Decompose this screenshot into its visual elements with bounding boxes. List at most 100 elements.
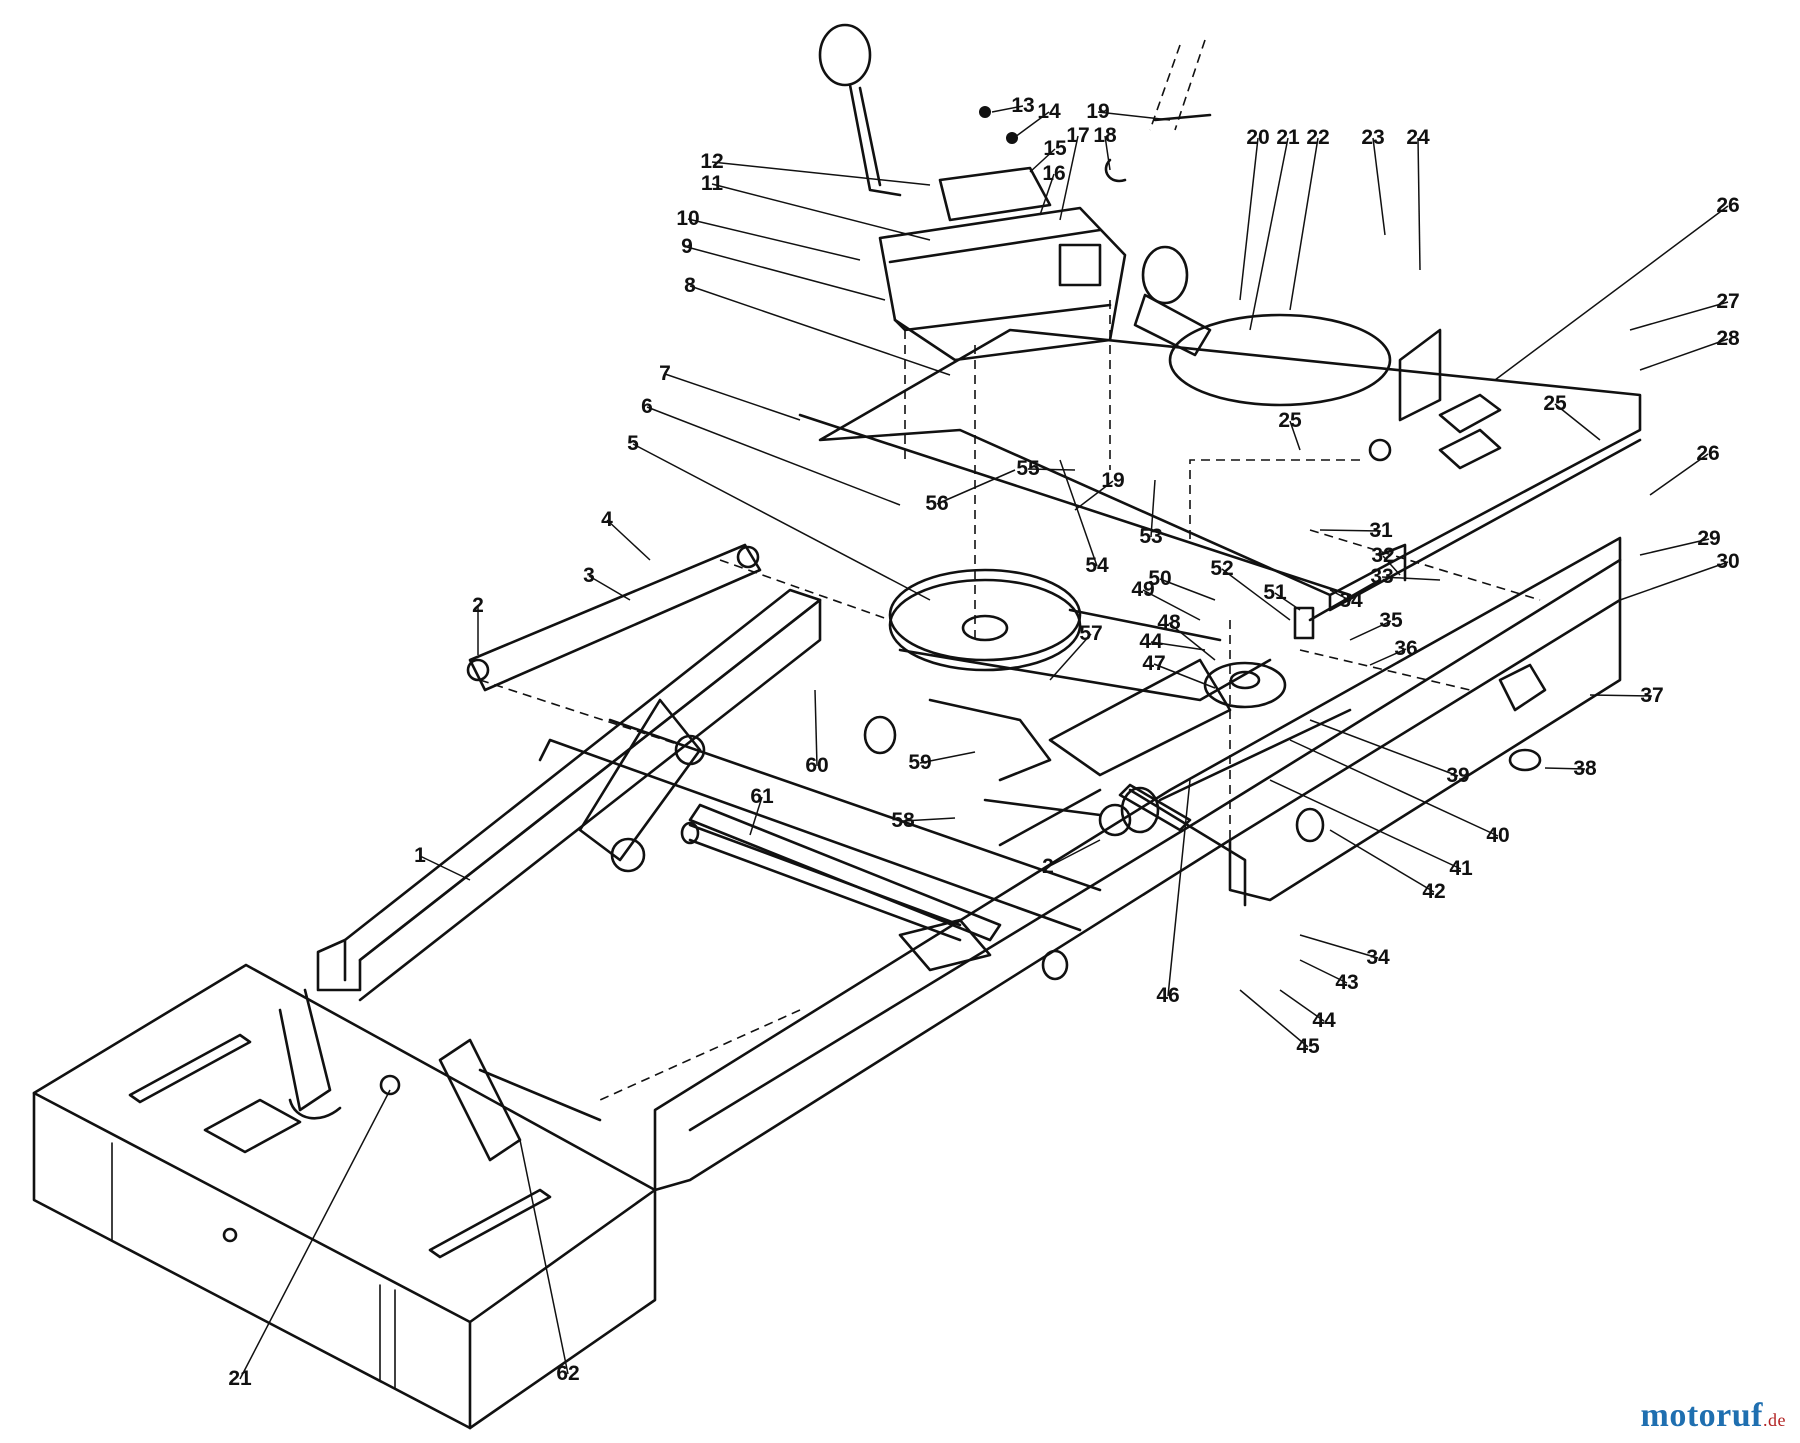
- leader-line-23: [1372, 137, 1386, 236]
- leader-line-19: [1097, 111, 1171, 121]
- lift-arm-assembly: [466, 543, 1547, 981]
- leader-line-44-2: [1279, 989, 1325, 1022]
- leader-line-10: [687, 218, 861, 261]
- part-label-39: 39: [1446, 764, 1469, 787]
- part-label-55: 55: [1016, 457, 1040, 480]
- leader-line-62: [519, 1139, 569, 1375]
- leader-line-46: [1167, 779, 1191, 997]
- part-label-17: 17: [1066, 124, 1089, 147]
- leader-line-36: [1369, 648, 1407, 666]
- part-label-4: 4: [601, 508, 613, 531]
- part-label-35: 35: [1379, 609, 1403, 632]
- part-label-9: 9: [681, 235, 693, 258]
- leader-line-20: [1239, 137, 1259, 301]
- part-label-24: 24: [1406, 126, 1430, 149]
- part-label-6: 6: [641, 395, 653, 418]
- leader-line-27: [1629, 301, 1729, 331]
- part-label-34: 34: [1339, 589, 1363, 612]
- leader-line-21-2: [239, 1089, 391, 1380]
- part-label-56: 56: [925, 492, 948, 515]
- leader-line-16: [1039, 173, 1055, 216]
- leader-line-59: [919, 751, 976, 764]
- part-label-1: 1: [414, 844, 426, 867]
- leader-line-2-2: [1047, 839, 1101, 868]
- leader-line-28: [1639, 338, 1729, 371]
- leader-line-15: [1029, 148, 1056, 173]
- part-label-42: 42: [1422, 880, 1445, 903]
- leader-line-61: [749, 796, 763, 836]
- leader-line-31: [1319, 529, 1382, 532]
- leader-line-49: [1142, 589, 1201, 621]
- part-label-59: 59: [908, 751, 931, 774]
- part-label-10: 10: [676, 207, 699, 230]
- leader-line-33: [1381, 576, 1441, 581]
- watermark-logo: motoruf.de: [1641, 1397, 1786, 1435]
- part-label-19: 19: [1086, 100, 1109, 123]
- leader-line-29: [1639, 538, 1710, 556]
- leader-line-39: [1309, 719, 1459, 777]
- part-label-27: 27: [1716, 290, 1739, 313]
- part-label-38: 38: [1573, 757, 1597, 780]
- front-foot-box: [32, 963, 657, 1430]
- leader-line-52: [1221, 568, 1291, 621]
- leader-line-43: [1299, 959, 1348, 984]
- part-label-57: 57: [1079, 622, 1102, 645]
- leader-line-21: [1249, 137, 1289, 331]
- part-label-53: 53: [1139, 525, 1162, 548]
- part-label-58: 58: [891, 809, 915, 832]
- leader-line-11: [711, 183, 931, 241]
- leader-line-41: [1269, 779, 1462, 870]
- part-label-32: 32: [1371, 544, 1394, 567]
- part-label-61: 61: [750, 785, 774, 808]
- part-label-29: 29: [1697, 527, 1720, 550]
- part-label-16: 16: [1042, 162, 1065, 185]
- part-label-26: 26: [1716, 194, 1739, 217]
- leader-line-8: [689, 285, 951, 376]
- leader-line-60: [814, 689, 818, 767]
- leader-line-25-2: [1554, 403, 1601, 441]
- leader-line-42: [1329, 829, 1435, 893]
- part-label-54: 54: [1085, 554, 1109, 577]
- leader-line-53: [1150, 479, 1156, 538]
- leader-line-45: [1239, 989, 1309, 1048]
- part-label-52: 52: [1210, 557, 1233, 580]
- part-label-25-2: 25: [1543, 392, 1567, 415]
- part-label-46: 46: [1156, 984, 1179, 1007]
- part-label-50: 50: [1148, 567, 1171, 590]
- part-label-20: 20: [1246, 126, 1269, 149]
- watermark-suffix: .de: [1763, 1410, 1786, 1430]
- part-label-7: 7: [659, 362, 671, 385]
- part-label-12: 12: [700, 150, 723, 173]
- leader-line-17: [1059, 135, 1079, 221]
- leader-line-32: [1382, 555, 1401, 576]
- leader-line-40: [1289, 739, 1499, 837]
- leader-line-14: [1014, 111, 1050, 138]
- part-label-30: 30: [1716, 550, 1739, 573]
- part-label-44: 44: [1139, 630, 1163, 653]
- part-label-5: 5: [627, 432, 639, 455]
- assembly-dash-lines: [479, 459, 1541, 1101]
- part-label-22: 22: [1306, 126, 1329, 149]
- leader-line-55: [1027, 468, 1076, 471]
- leader-line-48: [1168, 622, 1216, 661]
- leader-line-26-2: [1649, 453, 1709, 496]
- part-label-60: 60: [805, 754, 828, 777]
- leader-line-57: [1049, 633, 1092, 681]
- leader-line-7: [664, 373, 801, 421]
- part-label-31: 31: [1369, 519, 1393, 542]
- part-label-25: 25: [1278, 409, 1302, 432]
- leader-line-25: [1289, 420, 1301, 451]
- leader-line-44: [1150, 641, 1206, 651]
- part-label-37: 37: [1640, 684, 1663, 707]
- leader-line-47: [1153, 663, 1216, 689]
- part-label-14: 14: [1037, 100, 1061, 123]
- leader-line-35: [1349, 620, 1392, 641]
- watermark-brand: motoruf: [1640, 1397, 1763, 1434]
- leader-line-1: [419, 855, 471, 881]
- part-label-19-2: 19: [1101, 469, 1124, 492]
- part-label-44-2: 44: [1312, 1009, 1336, 1032]
- part-label-49: 49: [1131, 578, 1154, 601]
- leader-line-26: [1494, 205, 1729, 381]
